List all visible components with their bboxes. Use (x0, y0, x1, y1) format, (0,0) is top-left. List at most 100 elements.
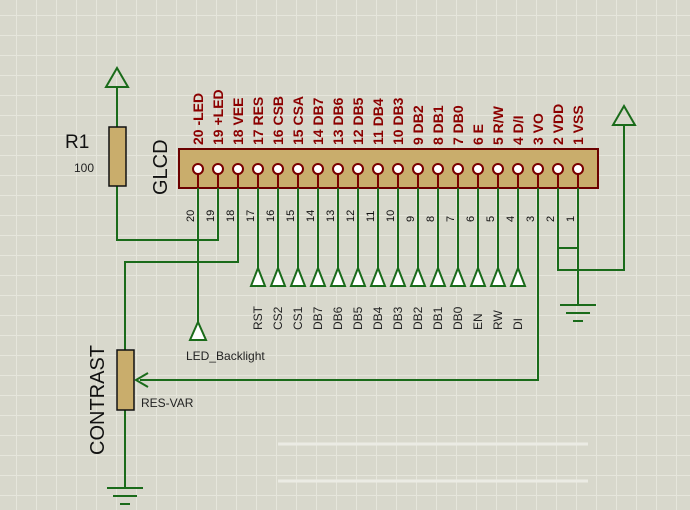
net-label: RW (491, 310, 505, 330)
net-terminal[interactable] (509, 265, 527, 287)
lcd-pin-label: 14 DB7 (310, 97, 326, 145)
lcd-name: GLCD (150, 139, 172, 195)
contrast-potentiometer[interactable] (116, 349, 135, 411)
ground-symbol-left[interactable] (107, 487, 143, 505)
lcd-pin-number: 10 (385, 210, 397, 222)
lcd-pin-circle (312, 163, 324, 175)
lcd-pin-circle (412, 163, 424, 175)
lcd-pin-number: 1 (565, 216, 577, 222)
lcd-pin-label: 9 DB2 (410, 105, 426, 145)
backlight-terminal[interactable] (188, 319, 208, 341)
net-terminal[interactable] (289, 265, 307, 287)
lcd-pin-circle (292, 163, 304, 175)
lcd-pin-number: 14 (305, 210, 317, 222)
net-terminal[interactable] (249, 265, 267, 287)
lcd-pin-20[interactable]: 20 -LED 20 (185, 93, 206, 222)
lcd-pin-circle (472, 163, 484, 175)
net-terminal[interactable] (389, 265, 407, 287)
net-terminal[interactable] (469, 265, 487, 287)
lcd-pin-label: 3 VO (530, 113, 546, 145)
lcd-pin-number: 16 (265, 210, 277, 222)
net-label: CS1 (291, 306, 305, 330)
net-label: DB7 (311, 306, 325, 330)
pot-value: RES-VAR (141, 396, 194, 410)
lcd-pin-number: 11 (365, 211, 377, 222)
lcd-pin-circle (532, 163, 544, 175)
r1-value: 100 (74, 161, 94, 175)
lcd-pin-circle (492, 163, 504, 175)
lcd-pin-circle (552, 163, 564, 175)
net-label: DB6 (331, 306, 345, 330)
net-label: DB3 (391, 306, 405, 330)
lcd-pin-circle (332, 163, 344, 175)
net-terminal[interactable] (489, 265, 507, 287)
lcd-pin-circle (572, 163, 584, 175)
net-terminal[interactable] (309, 265, 327, 287)
lcd-pin-label: 18 VEE (230, 98, 246, 145)
lcd-body[interactable] (178, 148, 599, 189)
net-terminal[interactable] (429, 265, 447, 287)
net-label: DB0 (451, 306, 465, 330)
lcd-pin-label: 15 CSA (290, 96, 306, 145)
lcd-pin-number: 9 (405, 216, 417, 222)
net-label: RST (251, 305, 265, 330)
lcd-pin-circle (212, 163, 224, 175)
net-terminal[interactable] (409, 265, 427, 287)
lcd-pin-circle (432, 163, 444, 175)
lcd-pin-number: 7 (445, 216, 457, 222)
lcd-pin-number: 13 (325, 210, 337, 222)
lcd-pin-label: 1 VSS (570, 105, 586, 145)
lcd-pin-3[interactable]: 3 VO3 (525, 113, 546, 222)
lcd-pin-circle (392, 163, 404, 175)
lcd-pin-label: 13 DB6 (330, 97, 346, 145)
lcd-pin-number: 12 (345, 210, 357, 222)
lcd-pin-label: 12 DB5 (350, 97, 366, 145)
wire-vo (140, 188, 539, 381)
net-terminal[interactable] (269, 265, 287, 287)
lcd-pin-label: 19 +LED (210, 89, 226, 145)
ground-symbol-right[interactable] (560, 304, 596, 322)
net-terminal[interactable] (349, 265, 367, 287)
power-terminal-left[interactable] (104, 66, 130, 88)
power-terminal-right[interactable] (611, 104, 637, 126)
lcd-pin-number: 20 (185, 210, 197, 222)
wire-vee (124, 188, 239, 350)
lcd-pin-circle (352, 163, 364, 175)
lcd-pin-circle (192, 163, 204, 175)
net-label: DB5 (351, 306, 365, 330)
net-terminal[interactable] (449, 265, 467, 287)
lcd-pin-label: 8 DB1 (430, 105, 446, 145)
net-label: CS2 (271, 306, 285, 330)
lcd-pin-circle (452, 163, 464, 175)
net-terminal[interactable] (329, 265, 347, 287)
lcd-pin-label: 20 -LED (190, 93, 206, 145)
lcd-pin-18[interactable]: 18 VEE 18 (225, 98, 246, 222)
backlight-label: LED_Backlight (186, 349, 265, 363)
lcd-pin-number: 6 (465, 216, 477, 222)
lcd-pin-1[interactable]: 1 VSS 1 (565, 105, 586, 222)
net-terminal[interactable] (369, 265, 387, 287)
wire-led-plus (116, 186, 219, 241)
lcd-pin-number: 2 (545, 216, 557, 222)
r1-resistor[interactable] (108, 126, 127, 187)
lcd-pin-number: 18 (225, 210, 237, 222)
net-label: EN (471, 313, 485, 330)
